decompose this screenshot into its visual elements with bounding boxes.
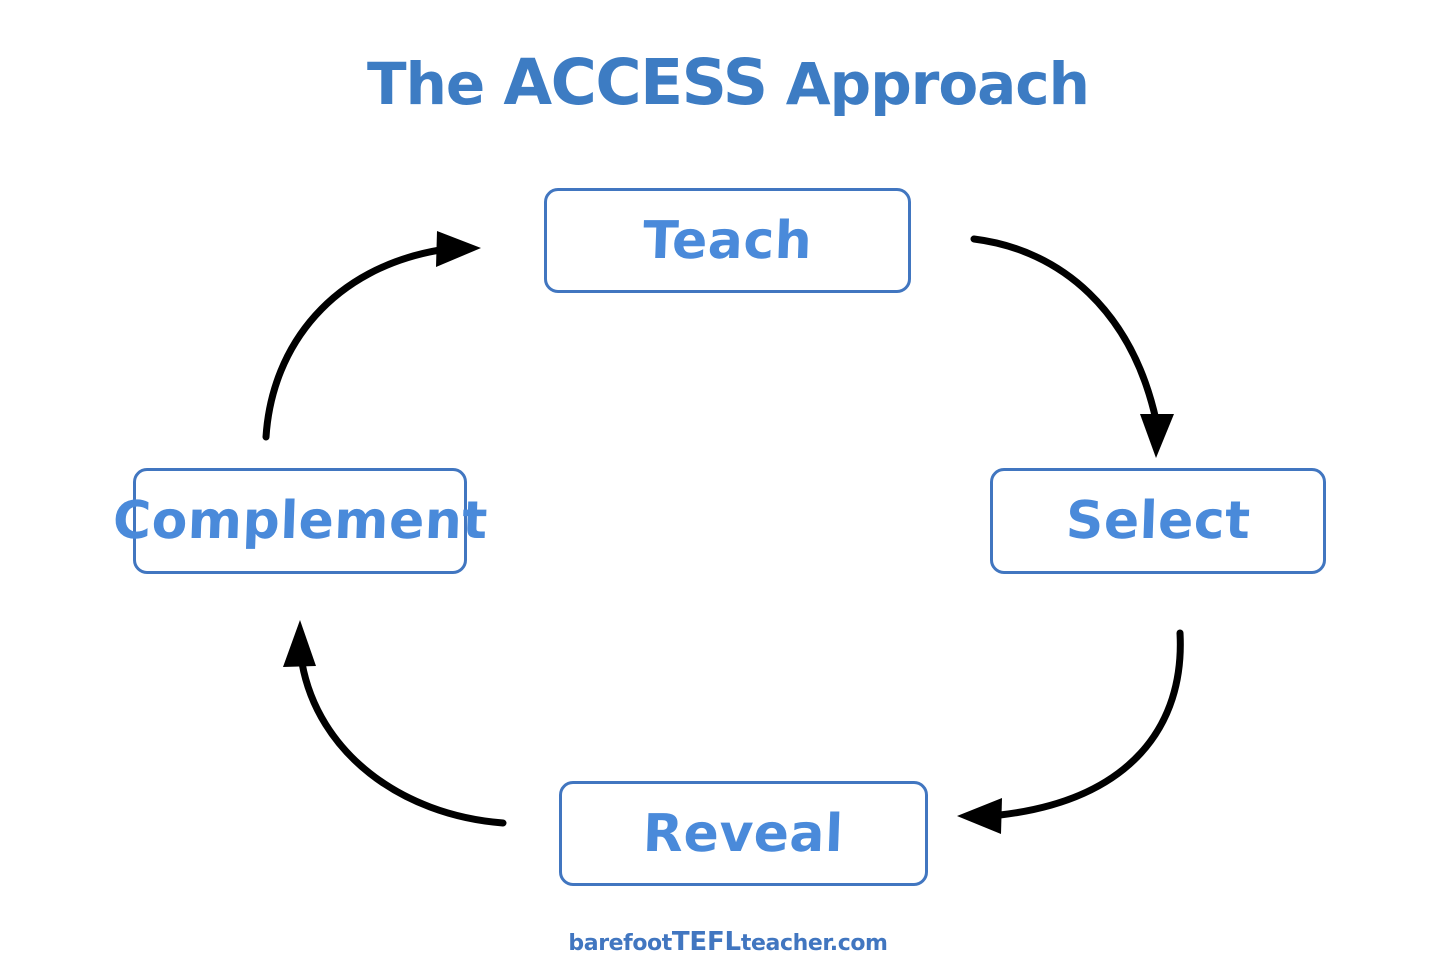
footer-part-barefoot: barefoot bbox=[568, 931, 672, 956]
arrow-complement-to-teach bbox=[262, 231, 481, 441]
title-part-approach: Approach bbox=[766, 50, 1090, 118]
stage-label-select: Select bbox=[1064, 491, 1252, 551]
stage-node-reveal[interactable]: Reveal bbox=[559, 781, 928, 886]
footer-part-tefl: TEFL bbox=[671, 927, 741, 957]
arrow-teach-to-select bbox=[970, 235, 1174, 458]
stage-label-complement: Complement bbox=[111, 491, 489, 551]
footer-part-teacher: teacher.com bbox=[740, 931, 888, 956]
title-part-access: ACCESS bbox=[503, 46, 768, 119]
arrow-reveal-to-complement bbox=[283, 620, 507, 827]
title-part-the: The bbox=[367, 50, 504, 118]
page-title: The ACCESS Approach bbox=[0, 47, 1456, 120]
stage-label-reveal: Reveal bbox=[642, 803, 845, 864]
arrow-select-to-reveal bbox=[957, 629, 1184, 834]
stage-label-teach: Teach bbox=[641, 210, 814, 271]
footer-watermark[interactable]: barefootTEFLteacher.com bbox=[0, 927, 1456, 957]
stage-node-teach[interactable]: Teach bbox=[544, 188, 911, 293]
stage-node-complement[interactable]: Complement bbox=[112, 468, 488, 574]
stage-node-select[interactable]: Select bbox=[990, 468, 1326, 574]
